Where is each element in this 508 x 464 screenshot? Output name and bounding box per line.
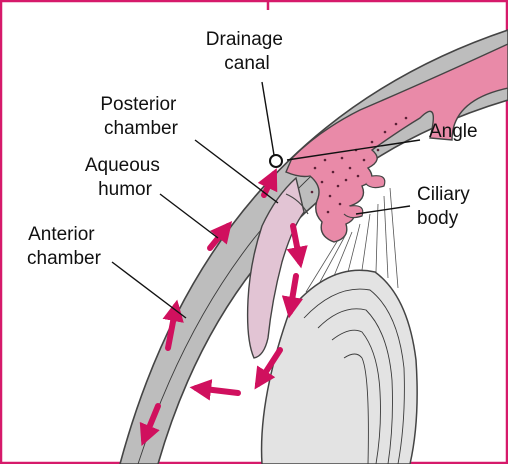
drainage-canal-label: Drainage canal — [206, 29, 288, 74]
drainage-canal-label-line2: canal — [224, 53, 269, 74]
posterior-chamber-label: Posterior chamber — [100, 94, 181, 139]
aqueous-humor-label: Aqueous humor — [85, 155, 165, 200]
flow-arrow — [196, 388, 238, 393]
posterior-chamber-label-line2: chamber — [104, 118, 179, 139]
drainage-canal-label-line1: Drainage — [206, 29, 283, 50]
aqueous-humor-label-line1: Aqueous — [85, 155, 160, 176]
ciliary-body-label-line1: Ciliary — [417, 184, 470, 205]
anterior-chamber-label: Anterior chamber — [27, 224, 102, 269]
anterior-chamber-label-line2: chamber — [27, 248, 102, 269]
angle-label: Angle — [429, 121, 478, 142]
lens — [262, 270, 418, 464]
posterior-chamber-label-line1: Posterior — [100, 94, 177, 115]
ciliary-body-label: Ciliary body — [417, 184, 475, 229]
ciliary-body-label-line2: body — [417, 208, 459, 229]
flow-arrow — [293, 226, 300, 262]
aqueous-humor-label-line2: humor — [98, 179, 153, 200]
anterior-chamber-label-line1: Anterior — [28, 224, 95, 245]
drainage-canal — [270, 155, 282, 167]
